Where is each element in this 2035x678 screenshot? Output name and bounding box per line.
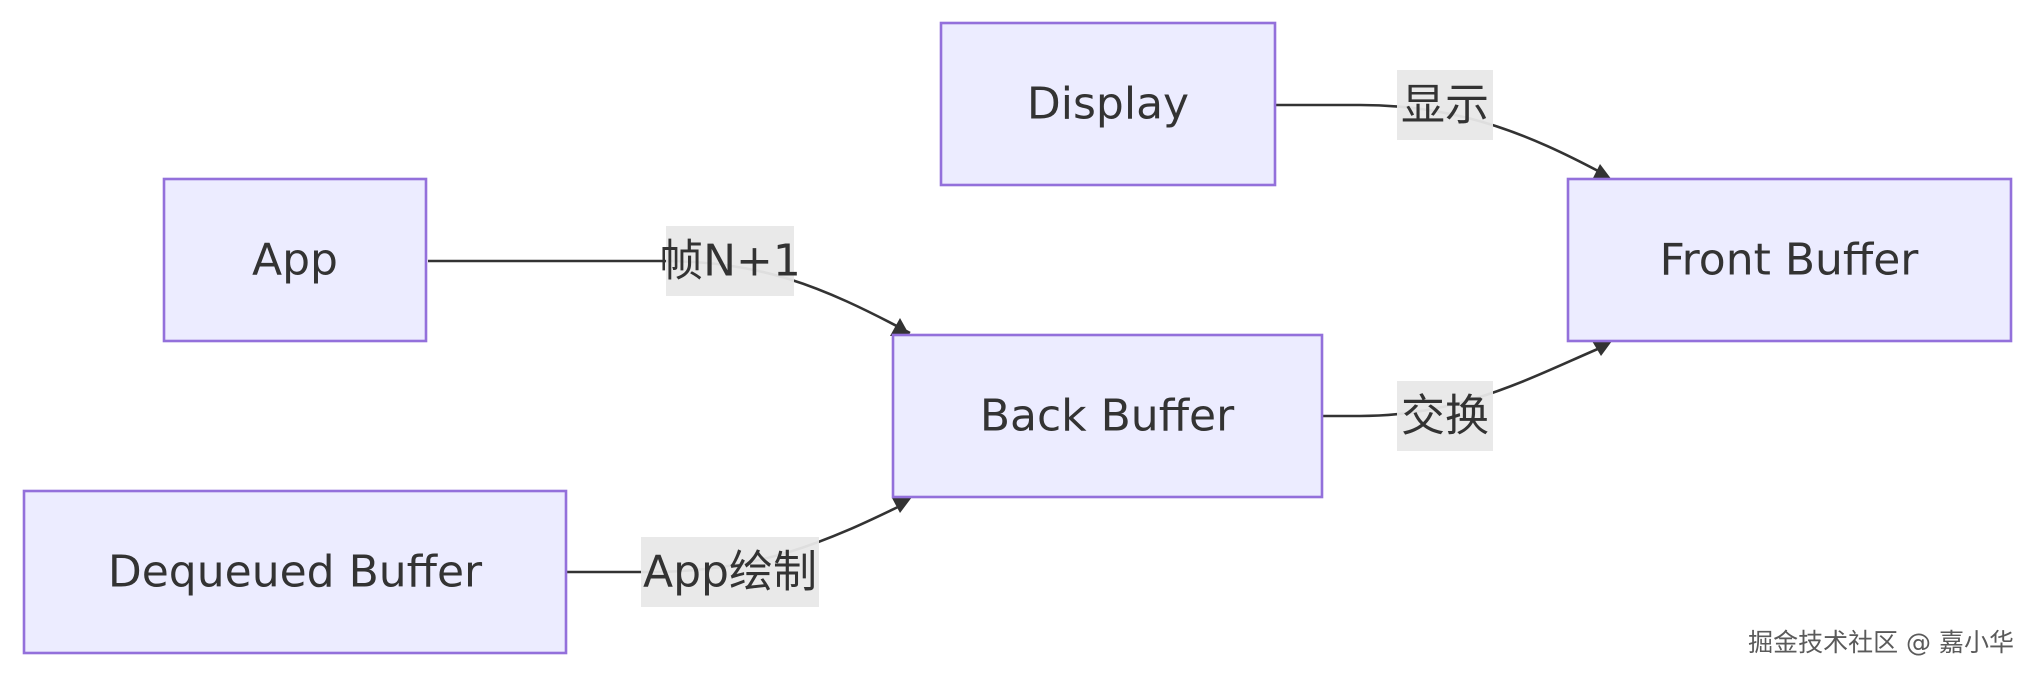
node-dequeued-buffer: Dequeued Buffer bbox=[22, 489, 568, 655]
edge-label-display-to-front-buffer: 显示 bbox=[1397, 70, 1493, 140]
node-app-label: App bbox=[252, 235, 338, 286]
watermark-text: 掘金技术社区 @ 嘉小华 bbox=[1748, 628, 2014, 657]
node-dequeued-buffer-label: Dequeued Buffer bbox=[108, 547, 483, 598]
node-front-buffer-label: Front Buffer bbox=[1660, 235, 1920, 286]
arrowhead-icon bbox=[892, 497, 912, 513]
arrowhead-icon bbox=[1592, 164, 1612, 180]
edge-label-text: 显示 bbox=[1401, 80, 1489, 131]
node-display: Display bbox=[939, 21, 1277, 187]
edge-label-dequeued-to-back-buffer: App绘制 bbox=[641, 537, 819, 607]
arrowhead-icon bbox=[1592, 341, 1612, 356]
node-app: App bbox=[162, 177, 428, 343]
edge-label-text: App绘制 bbox=[643, 547, 817, 598]
node-back-buffer-label: Back Buffer bbox=[980, 391, 1235, 442]
node-front-buffer: Front Buffer bbox=[1566, 177, 2013, 343]
edge-label-text: 交换 bbox=[1401, 391, 1489, 442]
node-display-label: Display bbox=[1027, 79, 1189, 130]
arrowhead-icon bbox=[890, 318, 910, 336]
edge-label-app-to-back-buffer: 帧N+1 bbox=[659, 226, 801, 296]
node-back-buffer: Back Buffer bbox=[891, 333, 1324, 499]
edge-label-back-buffer-to-front-buffer: 交换 bbox=[1397, 381, 1493, 451]
edge-label-text: 帧N+1 bbox=[659, 236, 801, 287]
